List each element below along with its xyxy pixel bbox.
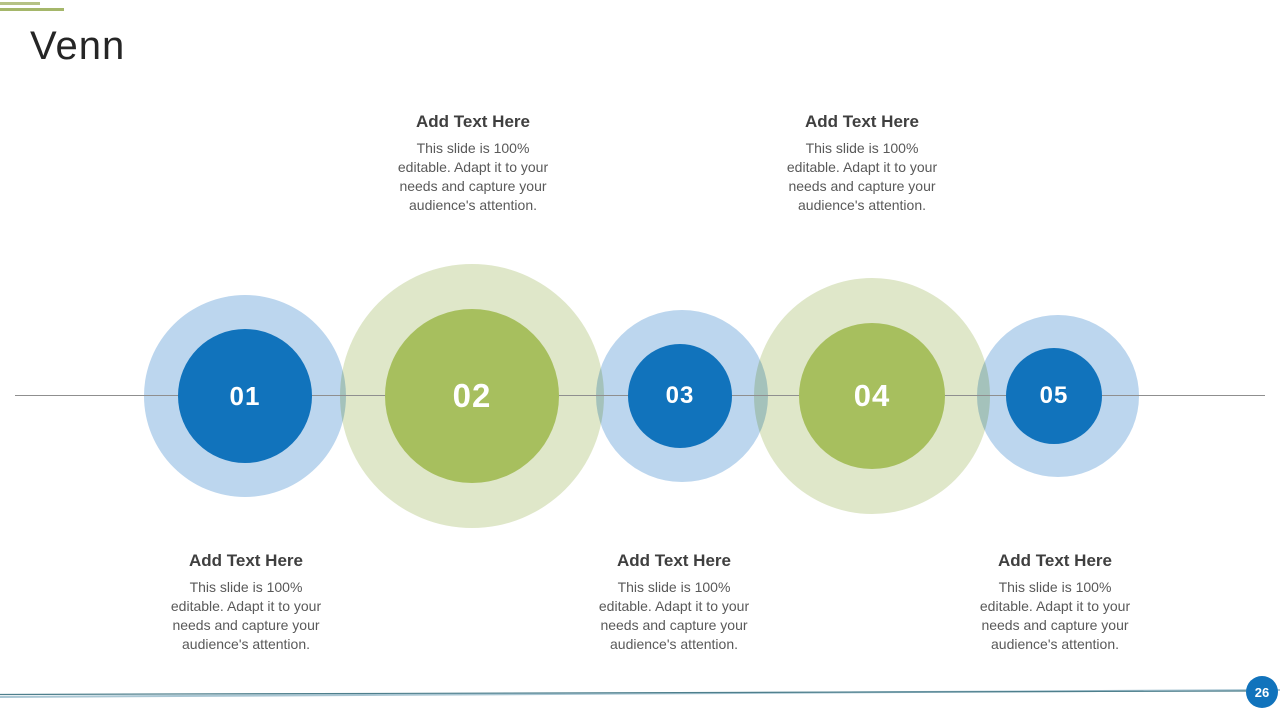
accent-bar-top xyxy=(0,2,40,5)
text-block-heading: Add Text Here xyxy=(189,551,303,570)
page-number: 26 xyxy=(1254,684,1270,700)
circle-05-inner: 05 xyxy=(1006,348,1102,444)
text-block-body: This slide is 100% editable. Adapt it to… xyxy=(786,140,938,213)
text-block-heading: Add Text Here xyxy=(416,112,530,131)
circle-03-inner: 03 xyxy=(628,344,732,448)
circle-03-label: 03 xyxy=(665,382,695,409)
circle-04-inner: 04 xyxy=(799,323,945,469)
accent-bar-bottom xyxy=(0,8,64,11)
text-block-bottom-1: Add Text Here This slide is 100% editabl… xyxy=(150,551,342,654)
circle-02-inner: 02 xyxy=(385,309,559,483)
circle-05-label: 05 xyxy=(1039,382,1069,409)
circle-04-label: 04 xyxy=(853,378,891,413)
text-block-body: This slide is 100% editable. Adapt it to… xyxy=(979,579,1131,652)
text-block-body: This slide is 100% editable. Adapt it to… xyxy=(598,579,750,652)
text-block-heading: Add Text Here xyxy=(998,551,1112,570)
text-block-bottom-2: Add Text Here This slide is 100% editabl… xyxy=(578,551,770,654)
page-number-badge: 26 xyxy=(1246,676,1278,708)
text-block-top-1: Add Text Here This slide is 100% editabl… xyxy=(377,112,569,215)
text-block-body: This slide is 100% editable. Adapt it to… xyxy=(397,140,549,213)
circle-02-label: 02 xyxy=(452,377,492,414)
footer-divider xyxy=(0,689,1280,698)
text-block-top-2: Add Text Here This slide is 100% editabl… xyxy=(766,112,958,215)
text-block-bottom-3: Add Text Here This slide is 100% editabl… xyxy=(959,551,1151,654)
circle-01-label: 01 xyxy=(229,380,261,411)
circle-01-inner: 01 xyxy=(178,329,312,463)
text-block-body: This slide is 100% editable. Adapt it to… xyxy=(170,579,322,652)
text-block-heading: Add Text Here xyxy=(805,112,919,131)
slide-title: Venn xyxy=(30,24,126,68)
text-block-heading: Add Text Here xyxy=(617,551,731,570)
footer-line-dark xyxy=(0,690,1247,696)
